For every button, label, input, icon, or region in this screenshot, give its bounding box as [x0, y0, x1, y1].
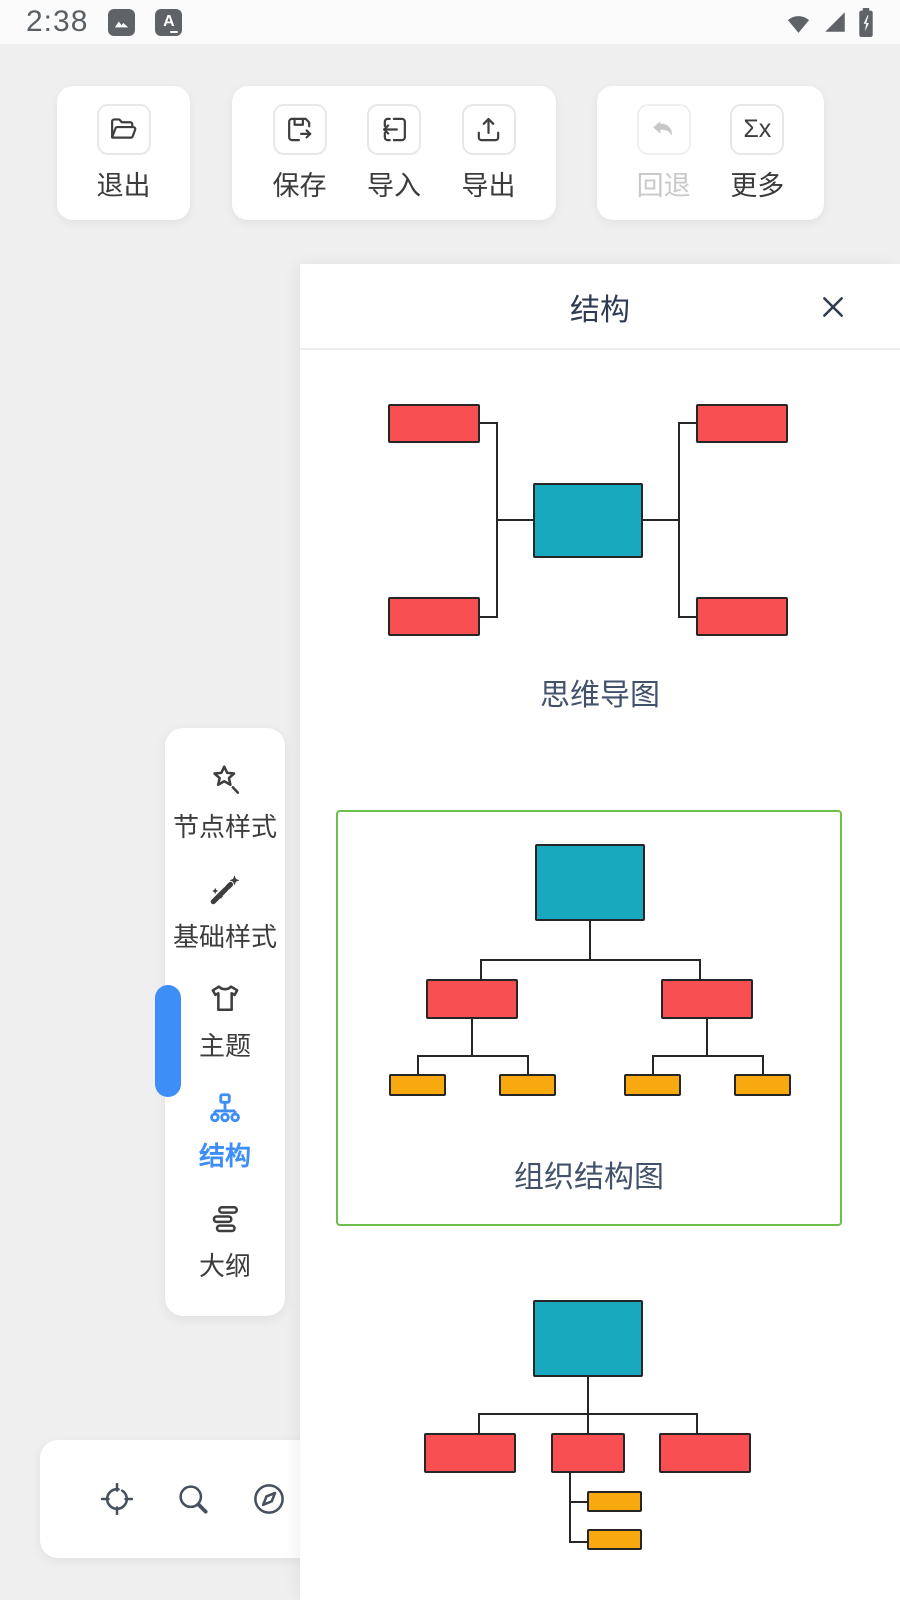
letter-a-notification-icon: A: [155, 8, 183, 36]
star-pen-icon: [213, 765, 240, 794]
compass-button[interactable]: [250, 1480, 288, 1518]
save-button[interactable]: 保存: [272, 103, 327, 203]
connector-line: [480, 959, 482, 981]
org-leaf-node: [389, 1074, 446, 1096]
undo-button[interactable]: 回退: [636, 103, 691, 203]
panel-header: 结构: [300, 264, 900, 350]
connector-line: [480, 616, 498, 618]
connector-line: [678, 422, 696, 424]
sidebar-item-theme[interactable]: 主题: [199, 980, 251, 1063]
structure-option-org-chart-selected[interactable]: 组织结构图: [336, 810, 842, 1226]
import-icon: [367, 103, 421, 155]
connector-line: [678, 422, 680, 618]
preview-label: 思维导图: [540, 679, 660, 712]
org-branch-node: [661, 979, 753, 1019]
connector-line: [696, 1413, 698, 1435]
connector-line: [652, 1055, 654, 1075]
wifi-icon: [787, 15, 810, 33]
org-branch-node: [426, 979, 518, 1019]
org-leaf-node: [499, 1074, 556, 1096]
cellular-signal-icon: [825, 12, 845, 32]
mountain-glyph: [115, 21, 129, 27]
connector-line: [478, 1413, 480, 1435]
connector-line: [569, 1501, 587, 1503]
connector-line: [589, 921, 591, 961]
connector-line: [527, 1055, 529, 1075]
status-time: 2:38: [26, 5, 89, 38]
undo-icon: [636, 103, 691, 155]
side-menu-drag-handle[interactable]: [155, 985, 181, 1097]
sidebar-item-node-style[interactable]: 节点样式: [173, 761, 277, 844]
sidebar-item-structure[interactable]: 结构: [199, 1090, 251, 1173]
connector-line: [417, 1055, 529, 1057]
exit-button[interactable]: 退出: [96, 103, 151, 203]
tshirt-icon: [211, 985, 239, 1012]
connector-line: [417, 1055, 419, 1075]
connector-line: [480, 422, 498, 424]
mindmap-branch-node: [388, 404, 480, 443]
zoom-search-button[interactable]: [174, 1480, 212, 1518]
connector-line: [678, 616, 696, 618]
close-icon: [823, 297, 843, 317]
connector-line: [478, 1413, 698, 1415]
connector-line: [587, 1377, 589, 1435]
file-toolbar-card: 保存 导入: [232, 86, 556, 220]
org-leaf-node: [734, 1074, 791, 1096]
status-right-icons: [785, 7, 874, 38]
tree-branch-node: [551, 1433, 625, 1473]
connector-line: [762, 1055, 764, 1075]
folder-open-icon: [96, 103, 151, 155]
battery-charging-icon: [859, 7, 873, 37]
tree-branch-node: [424, 1433, 516, 1473]
save-icon: [272, 103, 327, 155]
magic-wand-icon: [210, 875, 240, 904]
more-toolbar-card: 回退 Σx 更多: [597, 86, 824, 220]
sigma-x-icon: Σx: [730, 103, 785, 155]
mindmap-branch-node: [388, 597, 480, 636]
tree-branch-node: [659, 1433, 751, 1473]
structure-panel: 结构 思维导图: [300, 264, 900, 1600]
exit-toolbar-card: 退出: [57, 86, 190, 220]
status-bar: 2:38 A: [0, 0, 900, 44]
connector-line: [643, 519, 678, 521]
export-button[interactable]: 导出: [461, 103, 516, 203]
connector-line: [699, 959, 701, 981]
connector-line: [652, 1055, 764, 1057]
outline-list-icon: [212, 1206, 238, 1233]
more-button[interactable]: Σx 更多: [730, 103, 785, 203]
sidebar-item-basic-style[interactable]: 基础样式: [173, 871, 277, 954]
mindmap-branch-node: [696, 404, 788, 443]
tree-leaf-node: [587, 1529, 642, 1550]
close-button[interactable]: [814, 288, 852, 326]
connector-line: [569, 1541, 587, 1543]
mindmap-root-node: [533, 483, 643, 558]
org-root-node: [535, 844, 645, 921]
connector-line: [569, 1473, 571, 1543]
locate-button[interactable]: [98, 1480, 136, 1518]
image-notification-icon: [108, 8, 136, 36]
export-icon: [461, 103, 516, 155]
org-structure-icon: [210, 1093, 240, 1123]
connector-line: [480, 959, 701, 961]
panel-title: 结构: [570, 294, 630, 327]
sidebar-item-outline[interactable]: 大纲: [199, 1200, 251, 1283]
style-side-menu: 节点样式 基础样式 主题 结构: [165, 728, 285, 1316]
tree-leaf-node: [587, 1491, 642, 1512]
mindmap-branch-node: [696, 597, 788, 636]
preview-label: 组织结构图: [514, 1161, 664, 1194]
tree-root-node: [533, 1300, 643, 1377]
connector-line: [471, 1019, 473, 1057]
connector-line: [706, 1019, 708, 1057]
connector-line: [496, 519, 533, 521]
org-leaf-node: [624, 1074, 681, 1096]
import-button[interactable]: 导入: [367, 103, 421, 203]
